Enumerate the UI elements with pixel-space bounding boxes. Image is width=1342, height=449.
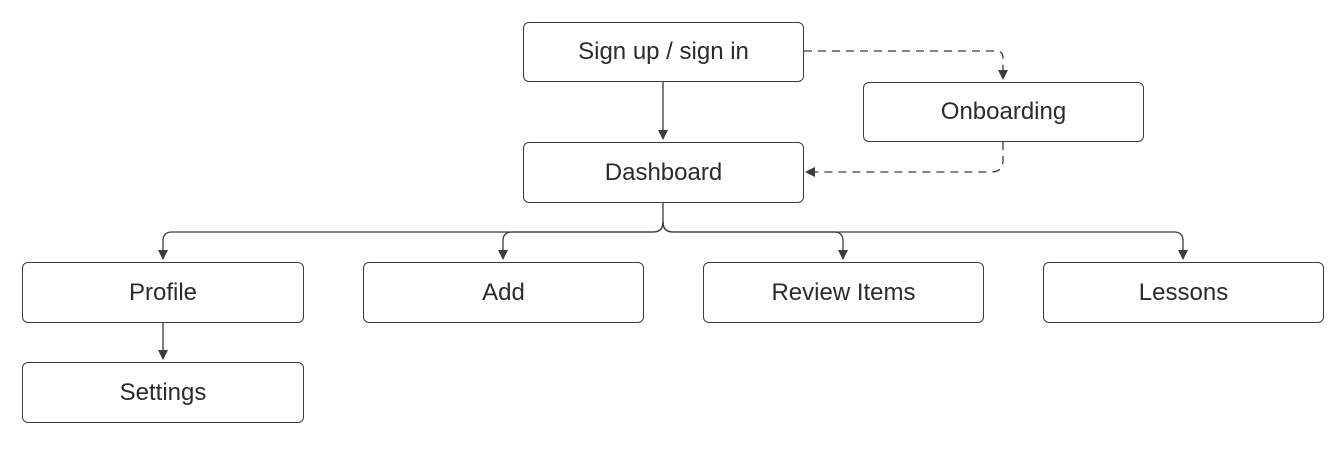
- node-signup: Sign up / sign in: [523, 22, 804, 82]
- edge-dashboard-to-lessons: [662, 221, 1188, 260]
- edge-onboarding-to-dashboard: [805, 142, 1004, 177]
- node-lessons-label: Lessons: [1138, 278, 1229, 306]
- node-dashboard: Dashboard: [523, 142, 804, 203]
- node-review-items: Review Items: [703, 262, 984, 323]
- node-profile-label: Profile: [128, 278, 198, 306]
- edge-dashboard-to-add: [498, 221, 664, 260]
- edge-signup-to-onboarding: [804, 50, 1008, 80]
- node-signup-label: Sign up / sign in: [578, 38, 749, 65]
- node-onboarding: Onboarding: [863, 82, 1144, 142]
- edge-dashboard-to-review: [662, 221, 848, 260]
- node-settings: Settings: [22, 362, 304, 423]
- node-onboarding-label: Onboarding: [940, 98, 1067, 125]
- edge-dashboard-to-profile: [158, 221, 664, 260]
- node-add: Add: [363, 262, 644, 323]
- node-review-items-label: Review Items: [771, 278, 916, 306]
- node-lessons: Lessons: [1043, 262, 1324, 323]
- node-settings-label: Settings: [119, 378, 207, 406]
- node-profile: Profile: [22, 262, 304, 323]
- node-dashboard-label: Dashboard: [604, 158, 723, 186]
- node-add-label: Add: [482, 278, 525, 306]
